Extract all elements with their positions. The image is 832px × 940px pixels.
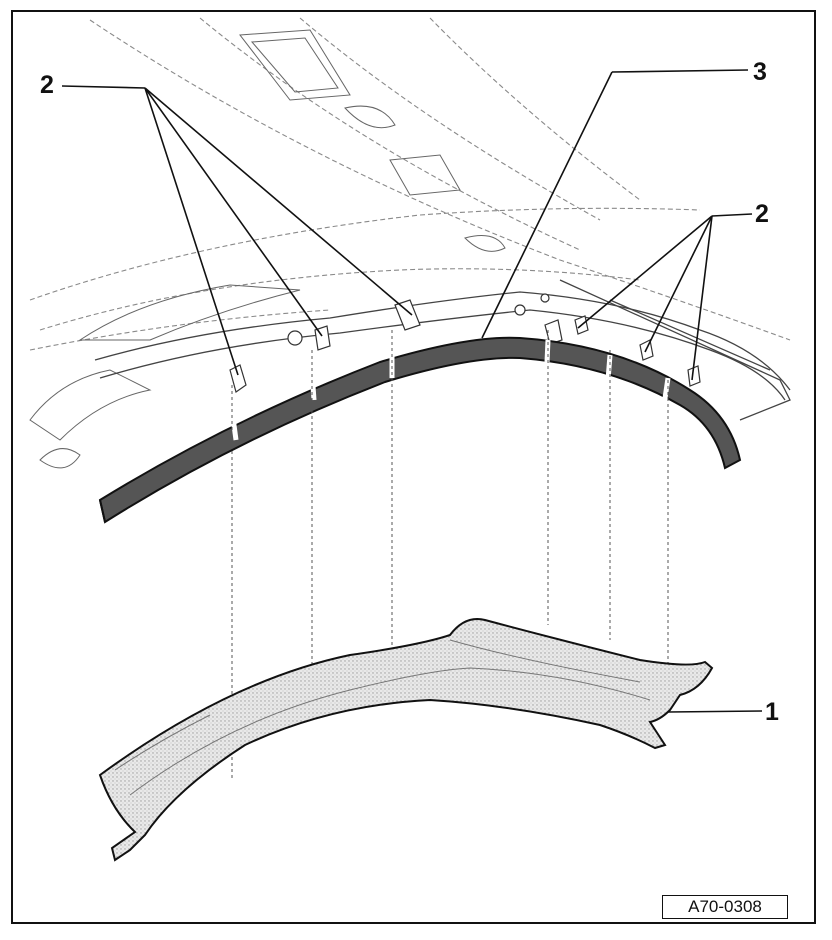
body-flange xyxy=(94,279,791,421)
alignment-lines xyxy=(231,330,669,780)
leader-lines xyxy=(61,69,763,713)
figure-id-label: A70-0308 xyxy=(662,895,788,919)
figure-frame xyxy=(11,10,816,924)
callout-2-clips-left: 2 xyxy=(40,71,54,99)
vehicle-body-outline xyxy=(29,17,791,351)
callout-1-trim-panel: 1 xyxy=(765,698,779,726)
callout-3-sealing-strip: 3 xyxy=(753,58,767,86)
trim-panel xyxy=(98,618,714,862)
roof-panel-outline xyxy=(29,29,506,469)
callout-2-clips-right: 2 xyxy=(755,200,769,228)
sealing-strip xyxy=(98,336,742,524)
